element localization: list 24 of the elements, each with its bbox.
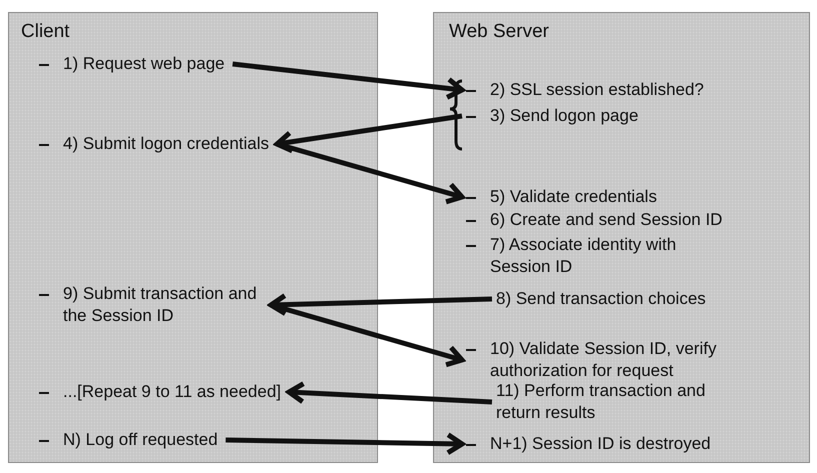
panel-title: Client <box>21 21 70 43</box>
arrow <box>286 381 492 404</box>
list-item-text: 10) Validate Session ID, verify authorization for request <box>490 338 718 382</box>
column-panel <box>433 12 810 463</box>
list-item-text: N) Log off requested <box>63 429 218 451</box>
list-item-text: 3) Send logon page <box>490 105 638 127</box>
arrow <box>276 142 464 204</box>
list-item-text: 5) Validate credentials <box>490 186 657 208</box>
list-item-text: N+1) Session ID is destroyed <box>490 433 711 455</box>
arrow <box>232 62 464 100</box>
list-item-text: 6) Create and send Session ID <box>490 209 722 231</box>
list-item-text: 2) SSL session established? <box>490 79 704 101</box>
list-item-text: 8) Send transaction choices <box>496 288 706 310</box>
list-item-text: 4) Submit logon credentials <box>63 133 270 155</box>
list-item-text: 11) Perform transaction and return results <box>496 380 706 424</box>
arrow <box>226 432 464 456</box>
list-item-text: 1) Request web page <box>63 53 225 75</box>
panel-title: Web Server <box>449 21 549 43</box>
list-item-text: ...[Repeat 9 to 11 as needed] <box>63 381 282 403</box>
list-item-text: 9) Submit transaction and the Session ID <box>63 283 258 327</box>
list-item-text: 7) Associate identity with Session ID <box>490 234 678 278</box>
arrow <box>274 114 462 154</box>
arrow <box>268 293 492 316</box>
column-panel <box>8 12 378 463</box>
